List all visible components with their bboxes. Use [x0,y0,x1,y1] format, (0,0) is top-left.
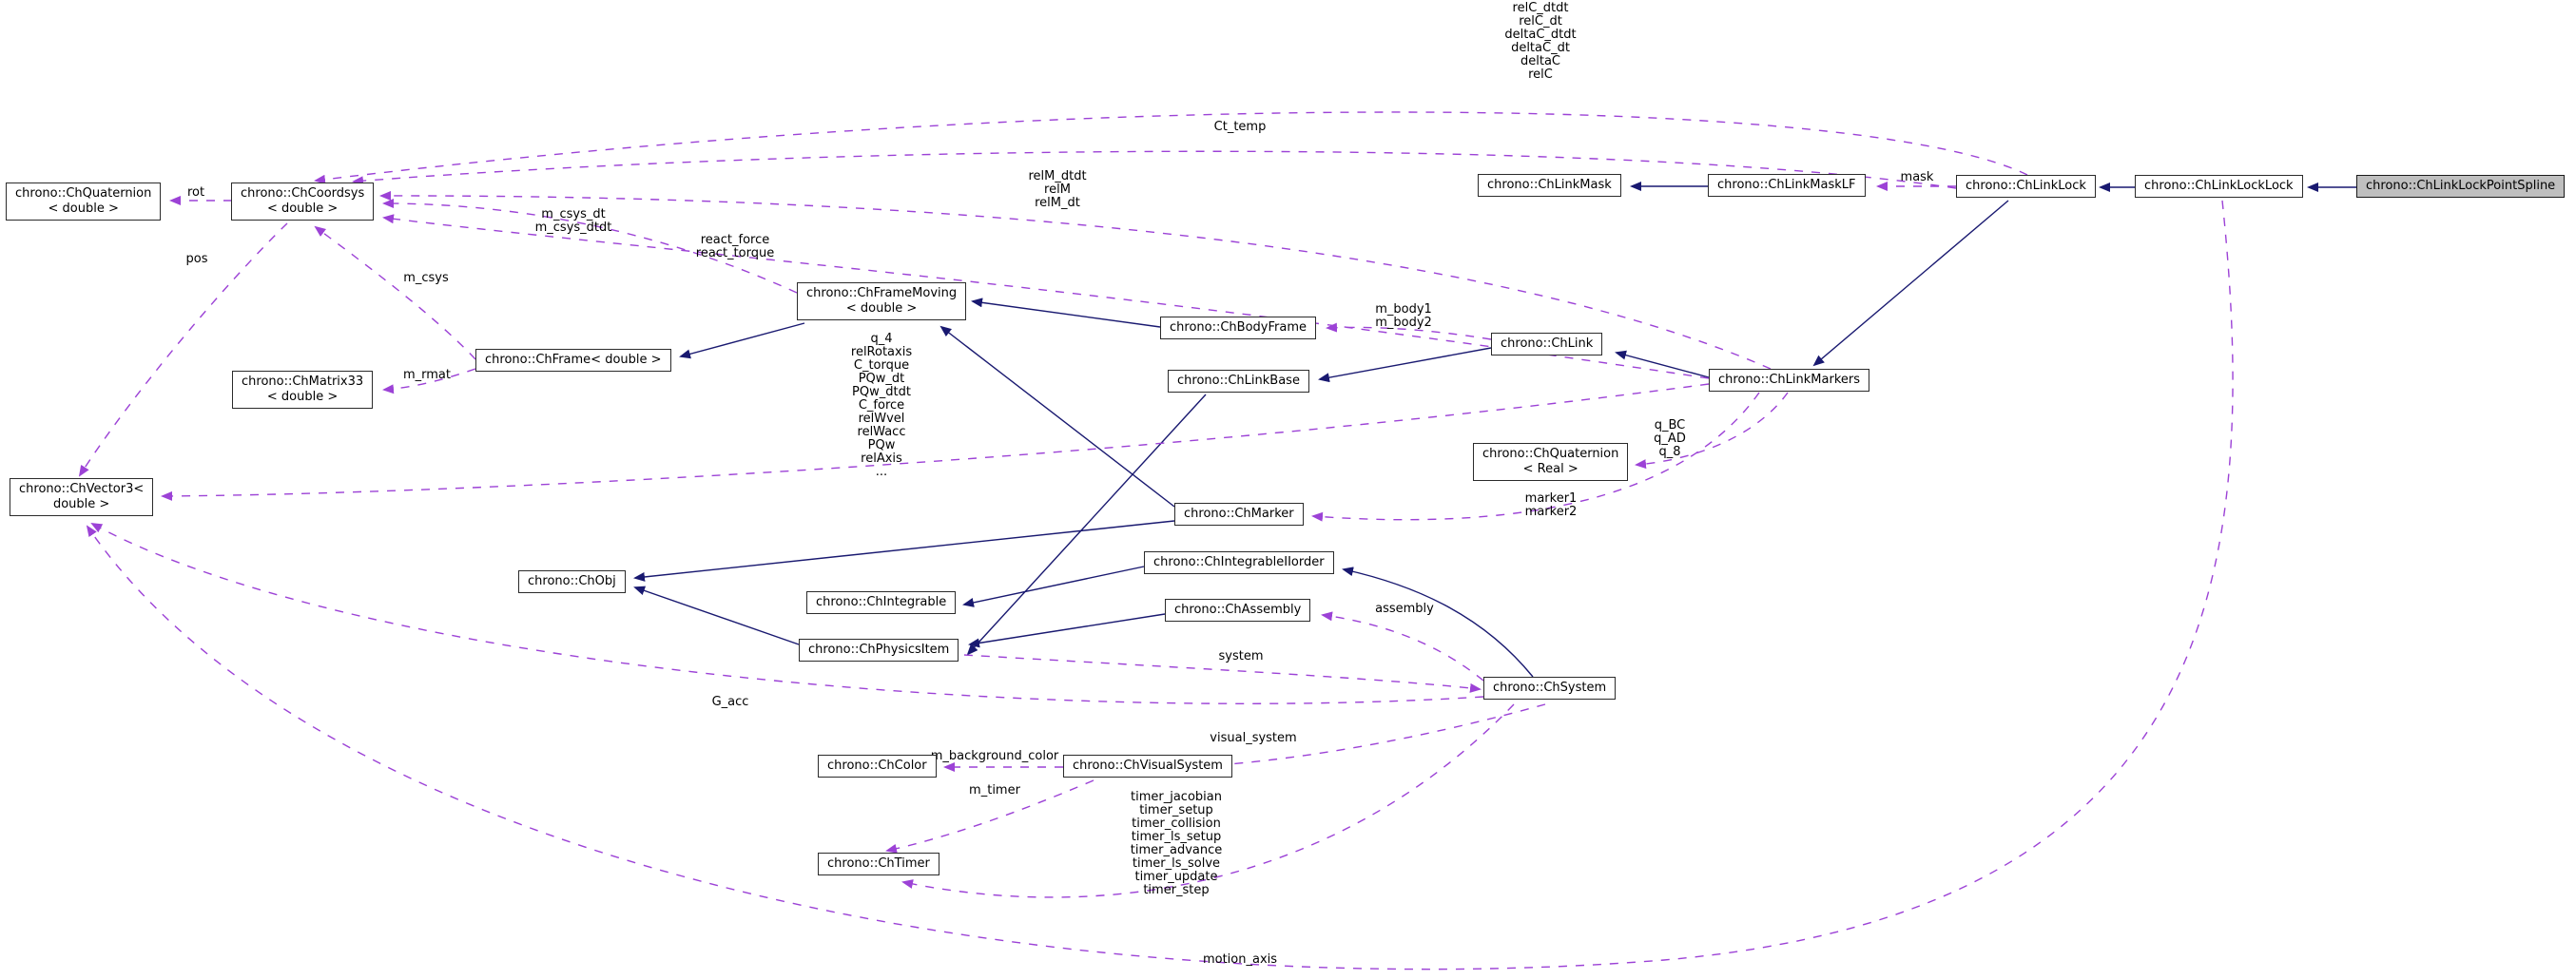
class-node-chvector3[interactable]: chrono::ChVector3< double > [10,478,154,516]
edge-label-m-background-color: m_background_color [930,749,1059,763]
edge-use-visualsystem [1201,703,1546,771]
class-node-chframe[interactable]: chrono::ChFrame< double > [475,349,671,372]
edge-label-marker-stack: marker1 marker2 [1524,491,1578,519]
class-node-chcolor[interactable]: chrono::ChColor [818,755,937,778]
edge-label-pos: pos [185,252,208,266]
edge-use-timers [901,703,1515,898]
edge-use-mcsysdt [382,199,798,294]
edge-label-motion-axis: motion_axis [1202,952,1278,967]
class-node-chlinkmask[interactable]: chrono::ChLinkMask [1478,174,1621,197]
class-node-chphysicsitem[interactable]: chrono::ChPhysicsItem [799,639,959,662]
edge-use-react [382,214,1710,379]
edge-label-q4-stack: q_4 relRotaxis C_torque PQw_dt PQw_dtdt … [850,332,913,479]
edge-label-m-csys-dt-stack: m_csys_dt m_csys_dtdt [534,207,612,235]
edge-label-relm-stack: relM_dtdt relM relM_dt [1028,169,1087,210]
edge-use-motionaxis [86,200,2234,970]
edge-label-m-body-stack: m_body1 m_body2 [1375,302,1432,330]
edge-label-rot: rot [186,185,205,200]
edge-inherit-physicsitem-obj [633,586,800,645]
edge-use-q4 [161,383,1710,501]
edge-use-relm [379,190,1772,370]
edge-inherit-integrableii-integrable [962,566,1145,607]
edge-label-relc-stack: relC_dtdt relC_dt deltaC_dtdt deltaC_dt … [1504,1,1577,82]
edge-label-m-rmat: m_rmat [402,368,452,382]
edge-use-mtimer [885,779,1094,854]
edge-inherit-link-linkbase [1318,347,1492,383]
class-node-chassembly[interactable]: chrono::ChAssembly [1165,599,1311,622]
class-node-chintegrable[interactable]: chrono::ChIntegrable [806,591,957,614]
class-node-chtimer[interactable]: chrono::ChTimer [818,853,939,875]
edge-inherit-bodyframe-framemoving [971,298,1161,328]
class-node-chlinklock[interactable]: chrono::ChLinkLock [1956,175,2096,198]
class-node-chlinkmarkers[interactable]: chrono::ChLinkMarkers [1709,369,1869,392]
edge-label-g-acc: G_acc [711,695,749,709]
edge-use-marker12 [1311,392,1760,522]
edge-inherit-framemoving-frame [679,322,805,359]
class-node-chlinkmasklf[interactable]: chrono::ChLinkMaskLF [1708,174,1866,197]
edge-use-gacc [90,523,1484,704]
edge-label-m-csys: m_csys [403,271,449,285]
class-node-chlinkbase[interactable]: chrono::ChLinkBase [1168,370,1309,393]
class-node-chobj[interactable]: chrono::ChObj [518,570,626,593]
class-node-chbodyframe[interactable]: chrono::ChBodyFrame [1160,317,1316,339]
edge-use-relc [314,111,2028,184]
class-node-chcoordsys[interactable]: chrono::ChCoordsys < double > [231,183,375,221]
edge-inherit-assembly-physicsitem [968,613,1166,648]
class-node-chquaternion-double[interactable]: chrono::ChQuaternion < double > [6,183,162,221]
class-node-chlink[interactable]: chrono::ChLink [1491,333,1603,355]
edge-use-cttemp [352,150,1957,189]
class-node-chframemoving[interactable]: chrono::ChFrameMoving < double > [797,282,967,320]
edge-use-mbody [1326,322,1492,340]
class-node-chsystem[interactable]: chrono::ChSystem [1483,677,1617,700]
class-node-chintegrableiiorder[interactable]: chrono::ChIntegrableIIorder [1144,551,1334,574]
edge-inherit-marker-obj [633,520,1175,582]
edge-inherit-linklock-linkmarkers [1812,200,2009,367]
edge-label-ct-temp: Ct_temp [1213,120,1267,134]
edge-use-mrmat [382,368,476,394]
edge-use-qbc [1635,392,1789,470]
class-node-chmarker[interactable]: chrono::ChMarker [1174,503,1304,526]
edge-use-system [963,654,1482,693]
edge-use-pos [78,222,288,477]
class-node-chquaternion-real[interactable]: chrono::ChQuaternion < Real > [1473,443,1629,481]
class-node-chvisualsystem[interactable]: chrono::ChVisualSystem [1063,755,1232,778]
edge-label-react-stack: react_force react_torque [695,233,775,260]
edge-use-mcsys [314,225,476,360]
edge-inherit-linkbase-physicsitem [966,394,1207,656]
edge-label-visual-system: visual_system [1210,731,1297,745]
edge-inherit-marker-framemoving [939,325,1175,508]
class-node-chlinklockpointspline: chrono::ChLinkLockPointSpline [2356,175,2566,198]
edge-label-assembly: assembly [1375,602,1434,616]
edge-inherit-linkmarkers-link [1615,350,1710,378]
edge-label-mask: mask [1900,170,1934,184]
edge-label-q-bc-stack: q_BC q_AD q_8 [1654,418,1686,459]
class-node-chmatrix33[interactable]: chrono::ChMatrix33 < double > [232,371,374,409]
edge-label-system: system [1218,649,1264,663]
edge-use-assembly [1321,611,1484,682]
class-node-chlinklocklock[interactable]: chrono::ChLinkLockLock [2135,175,2303,198]
edge-label-timer-stack: timer_jacobian timer_setup timer_collisi… [1130,790,1223,897]
edge-label-m-timer: m_timer [969,783,1020,797]
edge-inherit-system-integrableii [1342,567,1534,678]
